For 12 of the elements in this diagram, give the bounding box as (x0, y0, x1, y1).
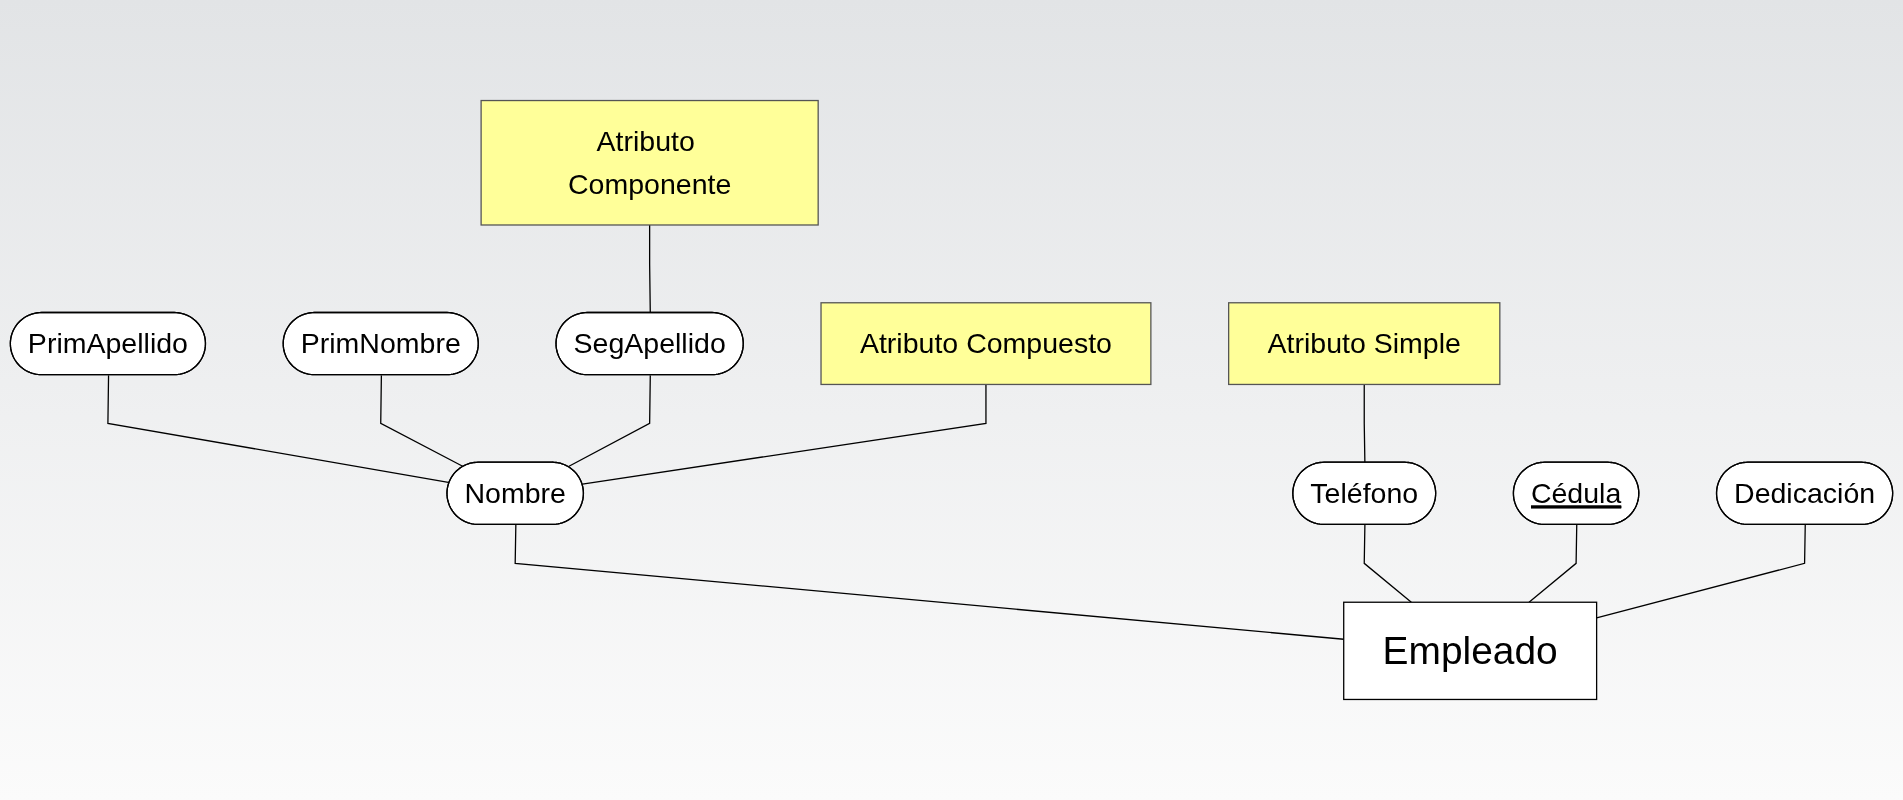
node-box: Empleado (1343, 601, 1598, 701)
connector (1596, 524, 1806, 619)
connector (1528, 524, 1578, 603)
node-box: Atributo Simple (1228, 302, 1501, 386)
connector (649, 224, 651, 314)
connector (1363, 524, 1412, 603)
node-box: Atributo Componente (480, 99, 819, 226)
node-box: Atributo Compuesto (820, 302, 1152, 386)
connector (581, 383, 987, 485)
connector (380, 374, 465, 468)
connector (567, 374, 651, 468)
connector (1363, 383, 1366, 464)
